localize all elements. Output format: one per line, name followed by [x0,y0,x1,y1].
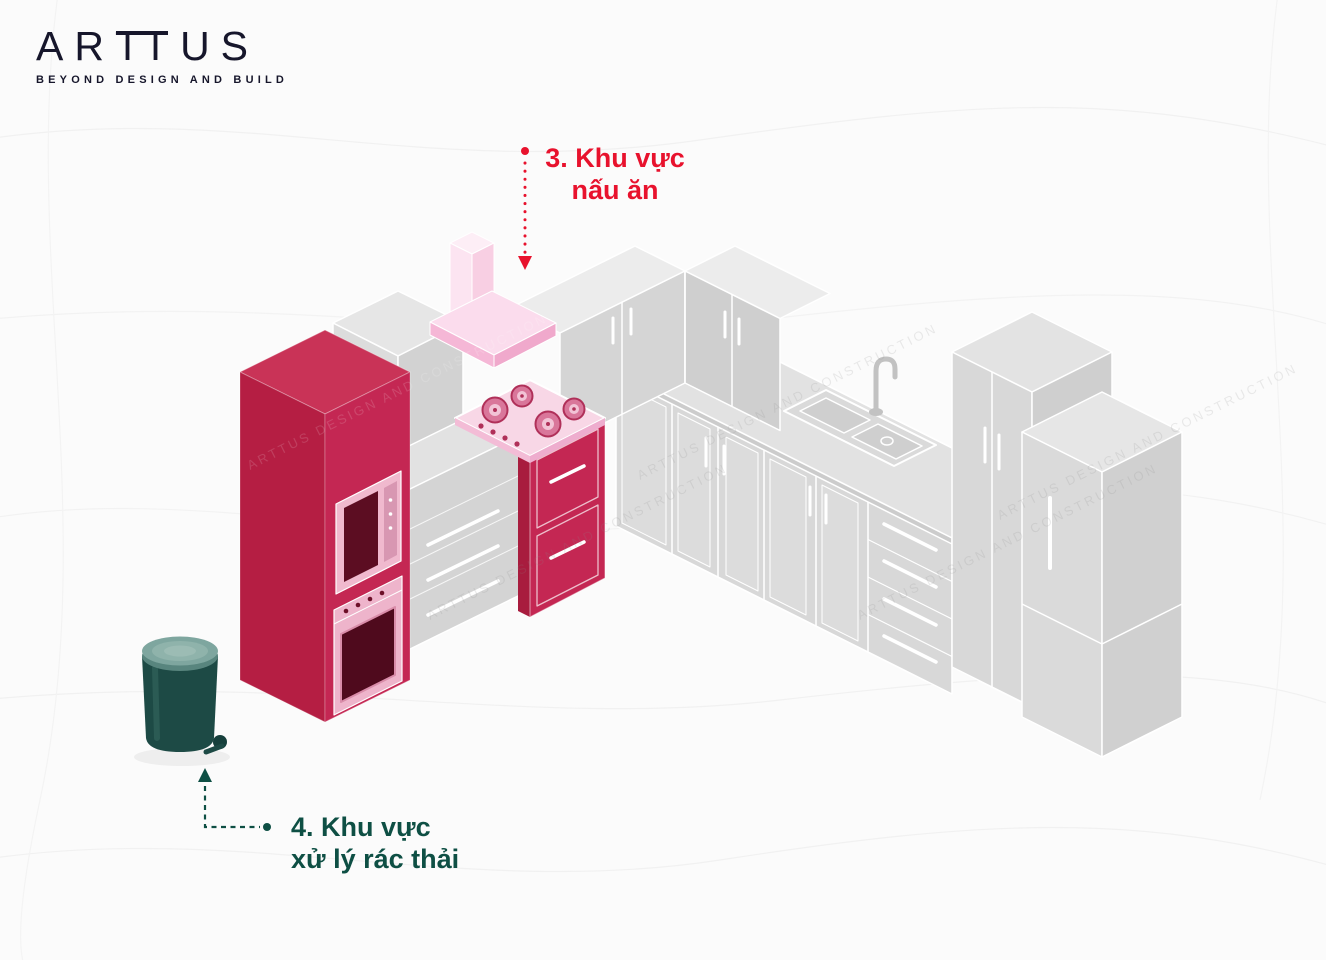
refrigerator [1021,391,1183,758]
burners [481,384,586,438]
label-waste-line1: 4. Khu vực [291,812,431,842]
oven [333,575,403,716]
label-waste-zone: 4. Khu vực xử lý rác thải [291,811,459,875]
sink [783,356,937,467]
label-waste-line2: xử lý rác thải [291,844,460,874]
upper-cabinets-right [684,245,831,432]
door-handles [704,436,828,525]
label-cooking-zone: 3. Khu vực nấu ăn [540,142,690,206]
microwave [335,470,402,595]
cooktop [454,379,606,618]
brand-tagline: BEYOND DESIGN AND BUILD [36,74,289,87]
wordmark-post: US [180,23,260,69]
connector-cooking-zone [518,147,532,270]
trash-bin [134,636,230,766]
label-cooking-line1: 3. Khu vực [545,143,685,173]
wordmark-pre: AR [36,23,115,69]
faucet [873,356,898,415]
wordmark-liga: TT [114,23,172,69]
tall-oven-cabinet [239,329,411,723]
range-hood [429,231,557,369]
connector-waste-zone [198,768,271,831]
drain [880,436,894,446]
drawer-stack [867,522,953,664]
base-cabinets [615,375,953,695]
cooktop-knobs [478,423,520,447]
label-cooking-line2: nấu ăn [571,175,659,205]
